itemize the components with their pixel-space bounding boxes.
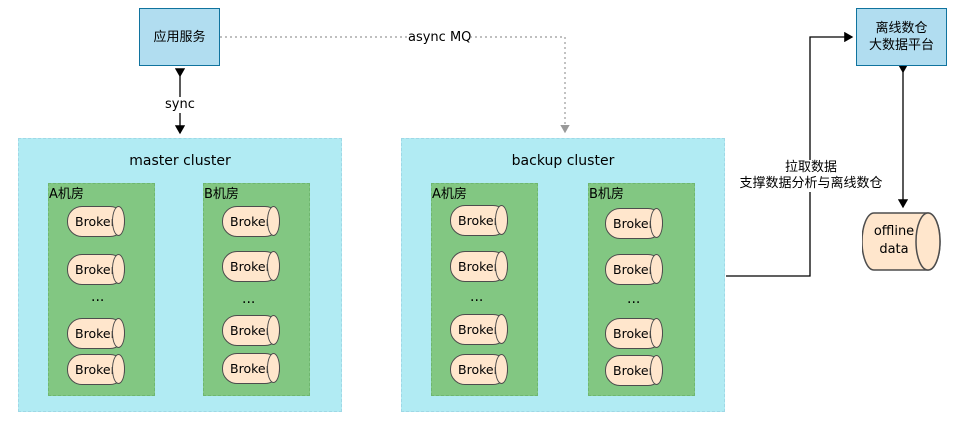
- broker: Broker: [67, 317, 125, 349]
- broker: Broker: [605, 207, 663, 239]
- offline-platform-line2: 大数据平台: [868, 38, 934, 53]
- backup-room-a: A机房 Broker Broker ... Broker Broker: [431, 183, 538, 396]
- master-room-a: A机房 Broker Broker ... Broker Broker: [48, 183, 155, 396]
- master-cluster-title: master cluster: [129, 153, 231, 169]
- backup-room-b-label: B机房: [589, 187, 624, 202]
- pull-label-line1: 拉取数据: [784, 160, 837, 176]
- backup-cluster: backup cluster A机房 Broker Broker ... Bro…: [401, 138, 725, 412]
- master-cluster: master cluster A机房 Broker Broker ... Bro…: [18, 138, 342, 412]
- master-room-b: B机房 Broker Broker ... Broker Broker: [203, 183, 310, 396]
- offline-platform-node: 离线数仓 大数据平台: [856, 8, 947, 66]
- offline-platform-line1: 离线数仓: [875, 21, 928, 36]
- offline-data-shape: [862, 212, 941, 271]
- broker: Broker: [450, 204, 508, 236]
- ellipsis: ...: [627, 291, 641, 307]
- pull-edge: [726, 31, 854, 277]
- broker: Broker: [450, 353, 508, 385]
- broker: Broker: [222, 314, 280, 346]
- broker: Broker: [450, 313, 508, 345]
- broker: Broker: [67, 253, 125, 285]
- broker: Broker: [605, 354, 663, 386]
- offline-data-line2: data: [879, 242, 909, 257]
- broker: Broker: [67, 353, 125, 385]
- offline-data-node: offline data: [862, 212, 942, 271]
- broker: Broker: [67, 205, 125, 237]
- async-edge: [220, 36, 570, 134]
- app-service-label: 应用服务: [153, 29, 206, 45]
- pull-label: 拉取数据 支撑数据分析与离线数仓: [731, 160, 891, 192]
- broker: Broker: [222, 250, 280, 282]
- backup-cluster-title: backup cluster: [511, 153, 615, 169]
- sync-label: sync: [165, 97, 195, 113]
- backup-room-b: B机房 Broker Broker ... Broker Broker: [588, 183, 695, 396]
- ellipsis: ...: [242, 291, 256, 307]
- broker: Broker: [450, 250, 508, 282]
- pull-label-line2: 支撑数据分析与离线数仓: [739, 176, 883, 192]
- async-label: async MQ: [408, 30, 472, 46]
- offline-data-line1: offline: [873, 224, 915, 239]
- master-room-b-label: B机房: [204, 187, 239, 202]
- master-room-a-label: A机房: [49, 187, 84, 202]
- backup-room-a-label: A机房: [432, 187, 467, 202]
- ellipsis: ...: [91, 289, 105, 305]
- ellipsis: ...: [470, 289, 484, 305]
- broker: Broker: [222, 205, 280, 237]
- broker: Broker: [605, 253, 663, 285]
- broker: Broker: [605, 317, 663, 349]
- broker: Broker: [222, 352, 280, 384]
- app-service-node: 应用服务: [139, 8, 220, 66]
